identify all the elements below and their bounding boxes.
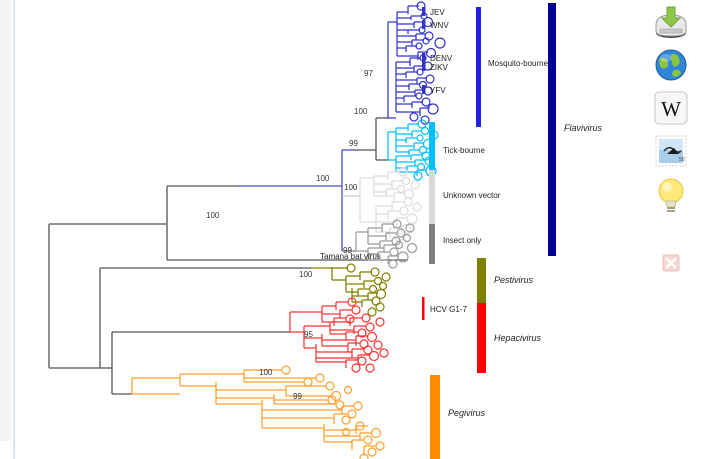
virus-label-yfv: YFV	[430, 86, 446, 95]
vector-bar-tick	[429, 122, 435, 170]
vector-bar-mosquito	[476, 7, 481, 127]
phylogenetic-tree-figure: Tamana bat virus	[16, 0, 636, 459]
bootstrap-value: 99	[349, 139, 358, 148]
genus-label-pegivirus: Pegivirus	[448, 408, 486, 418]
virus-swatch-zikv	[422, 62, 426, 71]
genus-bar-hepacivirus	[477, 303, 486, 373]
virus-swatch-yfv	[422, 85, 426, 94]
virus-labels: JEV WNV DENV ZIKV YFV HCV G1-7	[422, 7, 467, 320]
virus-label-hcv: HCV G1-7	[430, 305, 467, 314]
window-left-rule	[13, 0, 15, 459]
insect-tip-circles	[388, 219, 418, 269]
clade-unknown-vector	[359, 171, 407, 237]
vector-label-unknown: Unknown vector	[443, 191, 501, 200]
wikipedia-glyph: W	[661, 97, 681, 121]
vector-label-insect: Insect only	[443, 236, 481, 245]
bootstrap-value: 100	[206, 211, 220, 220]
hepacivirus-tip-circles	[345, 297, 389, 373]
virus-swatch-hcv	[422, 297, 425, 320]
clade-pegivirus	[131, 369, 376, 456]
genus-bars: Flavivirus Pestivirus Hepacivirus Pegivi…	[430, 3, 603, 459]
virus-label-denv: DENV	[430, 54, 453, 63]
virus-swatch-wnv	[422, 20, 426, 29]
globe-icon[interactable]	[640, 42, 702, 88]
genus-label-pestivirus: Pestivirus	[494, 275, 534, 285]
bootstrap-values: 100 100 99 100 97 100 99 100 95 100 99	[206, 69, 373, 401]
save-disk-icon[interactable]	[640, 0, 702, 46]
bootstrap-value: 100	[316, 174, 330, 183]
bootstrap-value: 100	[259, 368, 273, 377]
clade-insect-only	[355, 223, 399, 264]
stamp-image-icon[interactable]: 50	[640, 128, 702, 174]
svg-text:50: 50	[679, 157, 685, 163]
vector-group-bars: Mosquito-bourne Tick-bourne Unknown vect…	[429, 7, 549, 264]
tree-backbone	[48, 185, 408, 395]
lightbulb-icon[interactable]	[640, 172, 702, 218]
vector-bar-insect	[429, 224, 435, 264]
pestivirus-tip-circles	[346, 263, 391, 317]
genus-label-hepacivirus: Hepacivirus	[494, 333, 542, 343]
virus-label-jev: JEV	[430, 8, 445, 17]
tamana-bat-virus-label: Tamana bat virus	[320, 252, 381, 261]
bootstrap-value: 100	[354, 107, 368, 116]
bootstrap-value: 99	[293, 392, 302, 401]
bootstrap-value: 97	[364, 69, 373, 78]
desktop-icon-column: W 50	[640, 0, 702, 459]
mosquito-tick-split	[358, 117, 388, 161]
broken-image-icon[interactable]	[640, 240, 702, 286]
genus-bar-flavivirus	[548, 3, 556, 256]
bootstrap-value: 95	[304, 330, 313, 339]
clade-hepacivirus	[289, 301, 370, 368]
vector-label-tick: Tick-bourne	[443, 146, 485, 155]
genus-label-flavivirus: Flavivirus	[564, 123, 603, 133]
pegivirus-tip-circles	[281, 365, 385, 459]
vector-label-mosquito: Mosquito-bourne	[488, 59, 549, 68]
bootstrap-value: 99	[343, 246, 352, 255]
virus-swatch-jev	[422, 7, 426, 16]
clade-pestivirus	[312, 267, 378, 307]
virus-label-zikv: ZIKV	[430, 63, 448, 72]
bootstrap-value: 100	[299, 270, 313, 279]
window-left-gutter	[0, 0, 11, 441]
clade-mosquito-bourne	[387, 5, 430, 119]
virus-label-wnv: WNV	[430, 21, 449, 30]
bootstrap-value: 100	[344, 183, 358, 192]
virus-swatch-denv	[422, 53, 426, 62]
genus-bar-pestivirus	[477, 258, 486, 303]
vector-bar-unknown	[429, 170, 435, 224]
genus-bar-pegivirus	[430, 375, 440, 459]
wikipedia-icon[interactable]: W	[640, 85, 702, 131]
flavivirus-stem	[238, 149, 358, 251]
